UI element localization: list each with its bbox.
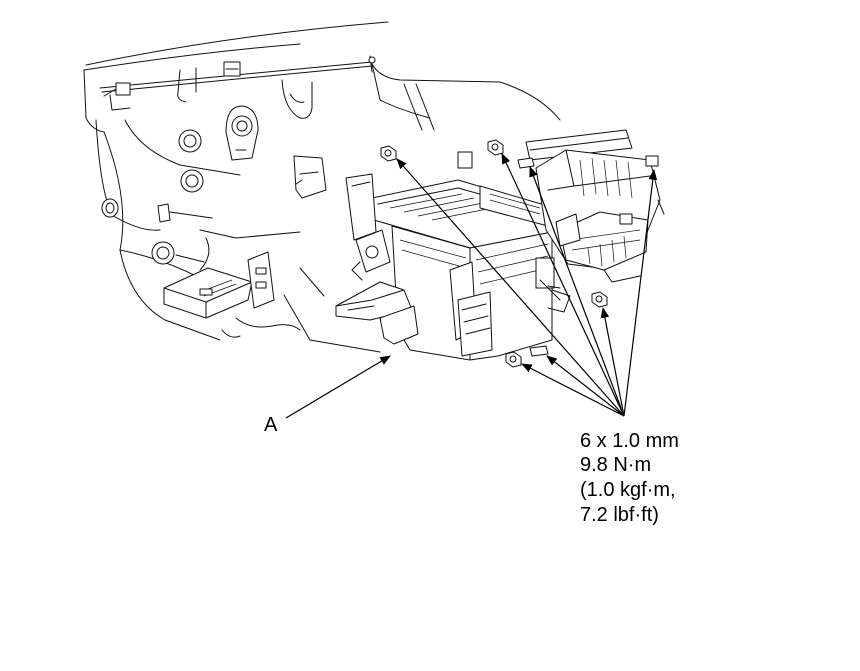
duct-bracket [293, 155, 327, 199]
grommet-holes [101, 129, 204, 265]
nut-top-left [380, 145, 397, 162]
control-module [163, 267, 253, 319]
nut-top-right [487, 139, 504, 156]
torque-leaders [396, 153, 658, 417]
dash-clips [103, 55, 376, 97]
left-clip-bracket [157, 203, 213, 223]
spec-torque-lbfft: 7.2 lbf·ft) [580, 504, 659, 526]
part-a-leader [285, 355, 391, 419]
part-a-label: A [264, 414, 278, 436]
spec-torque-nm: 9.8 N·m [580, 454, 651, 476]
clip-bottom [529, 345, 549, 357]
spec-size: 6 x 1.0 mm [580, 430, 679, 452]
nut-right [591, 291, 608, 308]
clip-top-right [517, 157, 535, 169]
lower-bracket [175, 229, 381, 353]
spec-torque-kgfm: (1.0 kgf·m, [580, 479, 676, 501]
nut-bottom [505, 351, 522, 368]
dashboard-outline [83, 21, 561, 341]
round-bracket [225, 105, 259, 161]
heater-unit [335, 151, 571, 361]
blower-unit [525, 129, 665, 301]
